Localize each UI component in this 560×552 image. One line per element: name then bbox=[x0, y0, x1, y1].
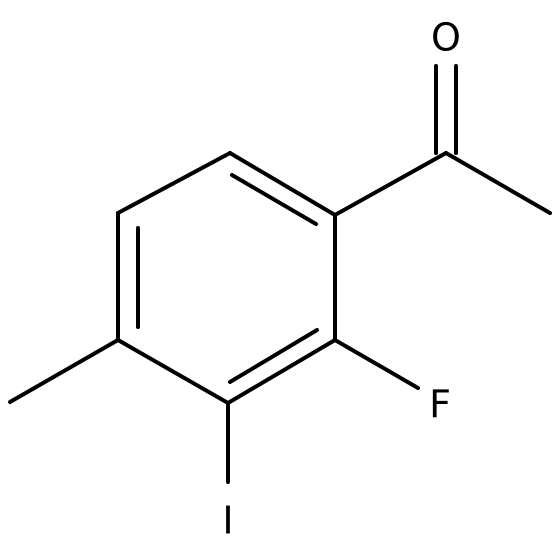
ring-bond-c2-c3 bbox=[116, 151, 232, 215]
ring-bond-c5-c6 bbox=[226, 338, 337, 405]
benzene-ring bbox=[116, 151, 337, 405]
ring-bond-c1-c2 bbox=[228, 151, 337, 217]
bond-ring-to-carbonyl bbox=[333, 151, 448, 217]
ring-bond-c4-c5 bbox=[116, 338, 230, 405]
iodine-label: I bbox=[222, 499, 233, 543]
ring-inner-double-bond-top bbox=[230, 173, 318, 226]
iodo-substituent: I bbox=[222, 401, 234, 543]
bond-carbonyl-to-methyl bbox=[444, 151, 552, 215]
bond-ring-to-methyl bbox=[8, 338, 120, 404]
ring-inner-double-bond-bottom bbox=[228, 328, 319, 384]
oxygen-label: O bbox=[431, 16, 461, 60]
acetyl-group: O bbox=[333, 16, 552, 217]
methyl-substituent bbox=[8, 338, 120, 404]
bond-ring-to-fluorine bbox=[333, 338, 420, 390]
fluoro-substituent: F bbox=[333, 338, 451, 427]
fluorine-label: F bbox=[429, 383, 451, 427]
